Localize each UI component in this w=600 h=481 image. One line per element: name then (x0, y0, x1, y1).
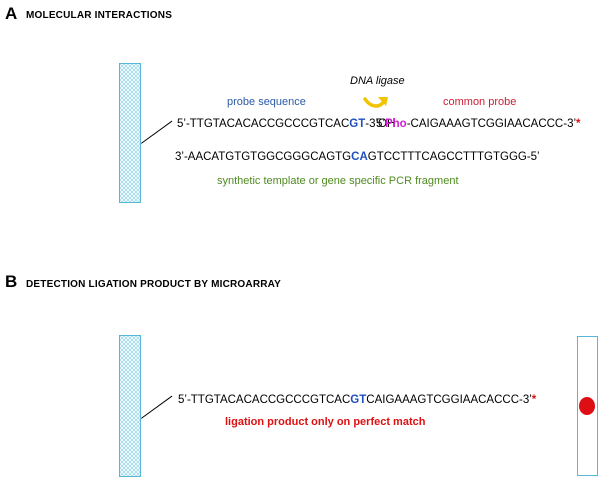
signal-spot (579, 397, 595, 415)
common-seq-start: 5’ (376, 118, 385, 130)
probe-attachment-line-b (141, 395, 173, 419)
probe-seq-start: 5’-TTGTACACACCGCCCGTCAC (177, 118, 350, 130)
product-label-star: * (531, 394, 537, 406)
phosphate-label: Pho (384, 118, 407, 130)
probe-attachment-line-a (141, 120, 173, 144)
probe-sequence-label: probe sequence (227, 96, 306, 108)
microarray-strip-b (119, 335, 141, 477)
template-seq-end: GTCCTTTCAGCCTTTGTGGG-5’ (367, 151, 540, 163)
perfect-match-note: ligation product only on perfect match (225, 416, 426, 428)
probe-seq-end: -3’OH (365, 118, 396, 130)
microarray-strip-a (119, 63, 141, 203)
common-seq-end: -CAIGAAAGTCGGIAACACCC-3’ (406, 118, 577, 130)
common-probe-label: common probe (443, 96, 517, 108)
curved-arrow-icon (363, 97, 388, 108)
enzyme-label: DNA ligase (350, 75, 405, 87)
template-seq-highlight: CA (351, 151, 368, 163)
template-label: synthetic template or gene specific PCR … (217, 175, 459, 187)
product-seq-start: 5’-TTGTACACACCGCCCGTCAC (178, 394, 351, 406)
microarray-slide (577, 336, 598, 476)
template-seq-start: 3’-AACATGTGTGGCGGGCAGTG (175, 151, 352, 163)
product-seq-highlight: GT (350, 394, 367, 406)
probe-sequence: 5’-TTGTACACACCGCCCGTCACGT-3’OH (177, 118, 395, 130)
product-seq-end: CAIGAAAGTCGGIAACACCC-3’ (366, 394, 532, 406)
probe-seq-highlight: GT (349, 118, 366, 130)
ligation-product-sequence: 5’-TTGTACACACCGCCCGTCACGTCAIGAAAGTCGGIAA… (178, 394, 536, 406)
panel-a-title: MOLECULAR INTERACTIONS (26, 10, 173, 21)
label-star: * (576, 118, 581, 130)
panel-b-letter: B (5, 272, 18, 291)
common-probe-sequence: 5’Pho-CAIGAAAGTCGGIAACACCC-3’* (376, 118, 581, 130)
panel-a-letter: A (5, 4, 18, 23)
template-sequence: 3’-AACATGTGTGGCGGGCAGTGCAGTCCTTTCAGCCTTT… (175, 151, 540, 163)
panel-b-title: DETECTION LIGATION PRODUCT BY MICROARRAY (26, 279, 282, 290)
